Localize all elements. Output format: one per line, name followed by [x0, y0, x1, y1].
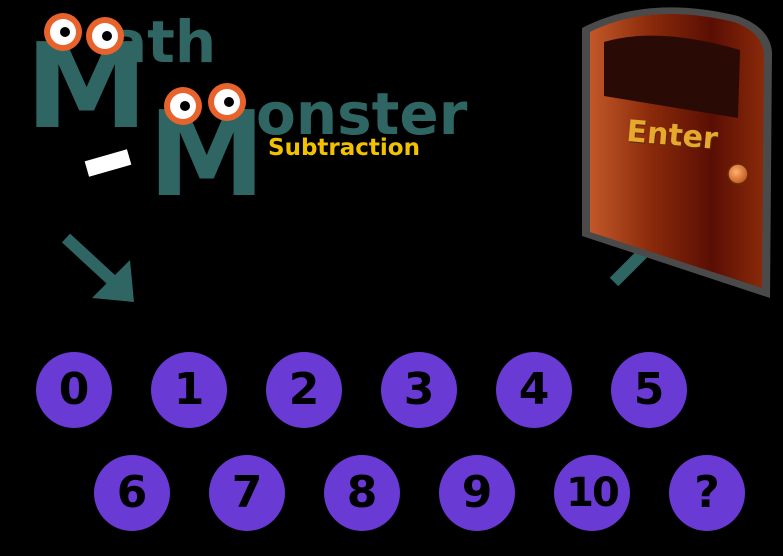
monster-eye-icon [164, 87, 202, 125]
answer-button-10[interactable]: 10 [554, 455, 630, 531]
answer-button-0[interactable]: 0 [36, 352, 112, 428]
monster-eye-icon [86, 17, 124, 55]
monster-eye-icon [44, 13, 82, 51]
answer-button-5[interactable]: 5 [611, 352, 687, 428]
answer-button-2[interactable]: 2 [266, 352, 342, 428]
logo-letter-m-math: M [25, 17, 149, 155]
enter-door[interactable] [578, 0, 783, 305]
monster-eye-icon [208, 83, 246, 121]
answer-button-6[interactable]: 6 [94, 455, 170, 531]
answer-button-9[interactable]: 9 [439, 455, 515, 531]
game-logo: M ath M onster Subtraction [20, 5, 467, 213]
logo-word-onster: onster [256, 80, 468, 148]
door-knob-icon [727, 163, 749, 185]
arrow-down-right-icon [61, 233, 134, 302]
answer-button-8[interactable]: 8 [324, 455, 400, 531]
logo-subtitle: Subtraction [268, 135, 420, 161]
logo-word-ath: ath [108, 8, 217, 76]
enter-label[interactable]: Enter [625, 114, 720, 157]
answer-button-1[interactable]: 1 [151, 352, 227, 428]
answer-button-7[interactable]: 7 [209, 455, 285, 531]
answer-button-4[interactable]: 4 [496, 352, 572, 428]
help-button[interactable]: ? [669, 455, 745, 531]
answer-button-3[interactable]: 3 [381, 352, 457, 428]
